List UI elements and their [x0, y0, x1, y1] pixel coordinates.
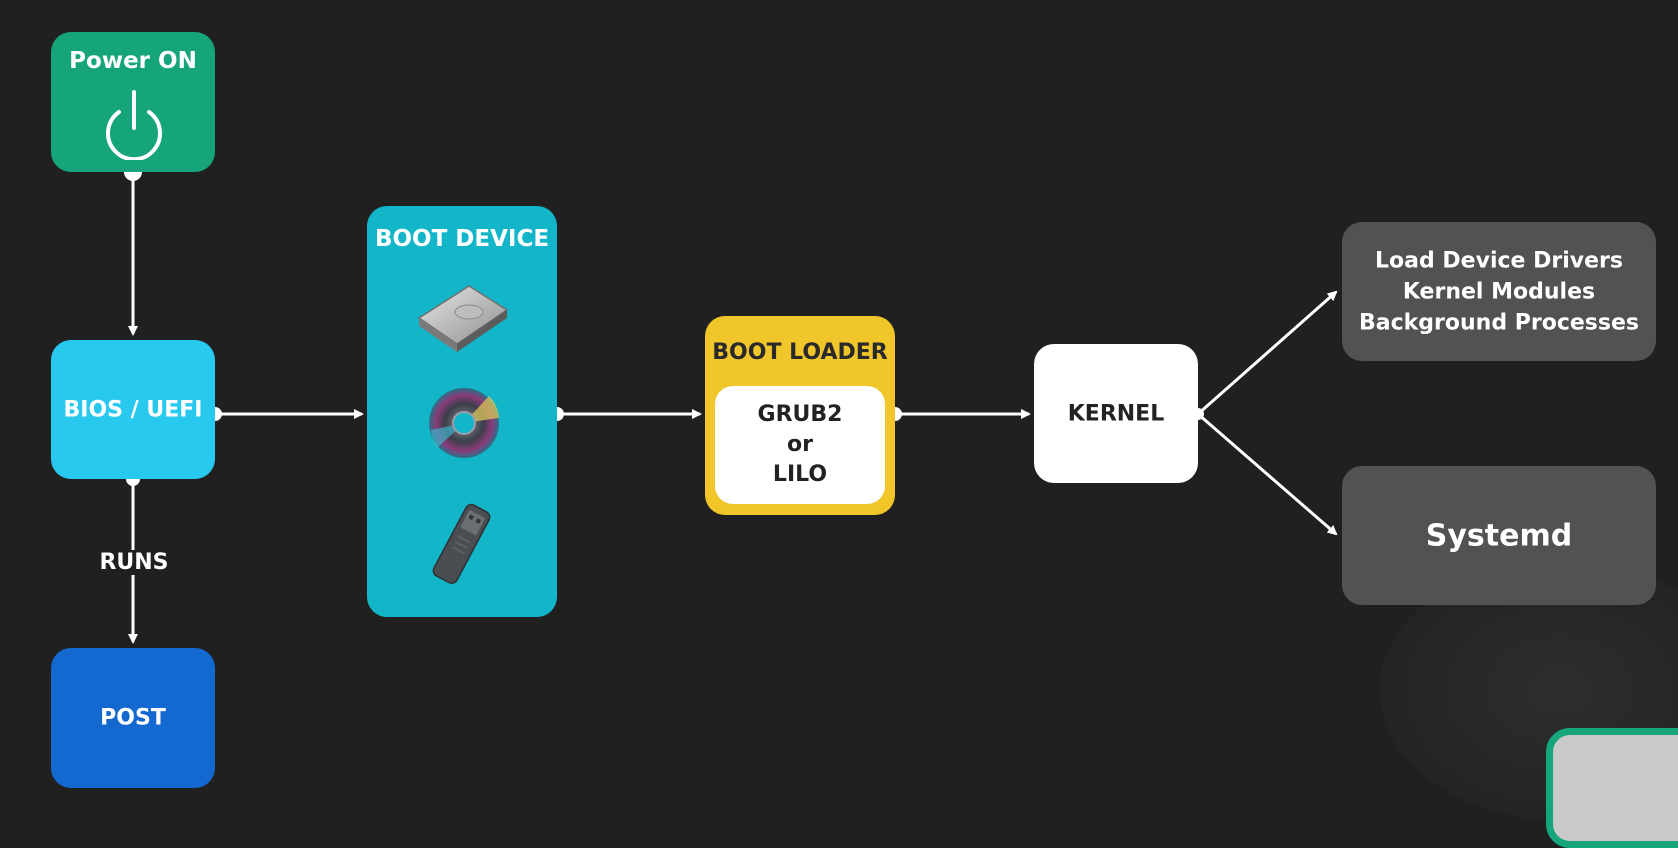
power-icon [106, 90, 162, 160]
boot-loader-option-grub2: GRUB2 [757, 402, 843, 427]
boot-loader-label: BOOT LOADER [712, 340, 888, 365]
edge-kernel-to-drivers [1197, 290, 1338, 416]
hard-drive-icon [417, 285, 509, 352]
boot-loader-option-lilo: LILO [772, 462, 828, 487]
drivers-modules-processes-node: Load Device Drivers Kernel Modules Backg… [1342, 222, 1656, 361]
kernel-node: KERNEL [1034, 344, 1198, 483]
boot-loader-options: GRUB2 or LILO [715, 400, 885, 490]
usb-drive-icon [432, 503, 491, 584]
drivers-node-text: Load Device Drivers Kernel Modules Backg… [1342, 245, 1656, 338]
runs-edge-label: RUNS [98, 550, 170, 575]
edge-kernel-to-systemd [1197, 412, 1338, 536]
drivers-line-kernel-modules: Kernel Modules [1402, 279, 1596, 304]
cd-disc-icon [429, 388, 499, 458]
boot-loader-node: BOOT LOADER GRUB2 or LILO [705, 316, 895, 515]
systemd-node: Systemd [1342, 466, 1656, 605]
webcam-overlay-frame [1546, 728, 1678, 848]
boot-loader-option-or: or [787, 432, 813, 457]
systemd-label: Systemd [1425, 518, 1573, 553]
post-label: POST [100, 705, 166, 731]
boot-device-label: BOOT DEVICE [374, 226, 550, 252]
boot-device-node: BOOT DEVICE [367, 206, 557, 617]
bios-uefi-label: BIOS / UEFI [63, 397, 203, 422]
boot-loader-options-box: GRUB2 or LILO [715, 386, 885, 504]
bios-uefi-node: BIOS / UEFI [51, 340, 215, 479]
drivers-line-background-processes: Background Processes [1359, 310, 1639, 335]
kernel-label: KERNEL [1067, 401, 1165, 426]
power-on-label: Power ON [69, 48, 197, 74]
power-on-node: Power ON [51, 32, 215, 172]
drivers-line-load-device-drivers: Load Device Drivers [1375, 248, 1623, 273]
post-node: POST [51, 648, 215, 788]
